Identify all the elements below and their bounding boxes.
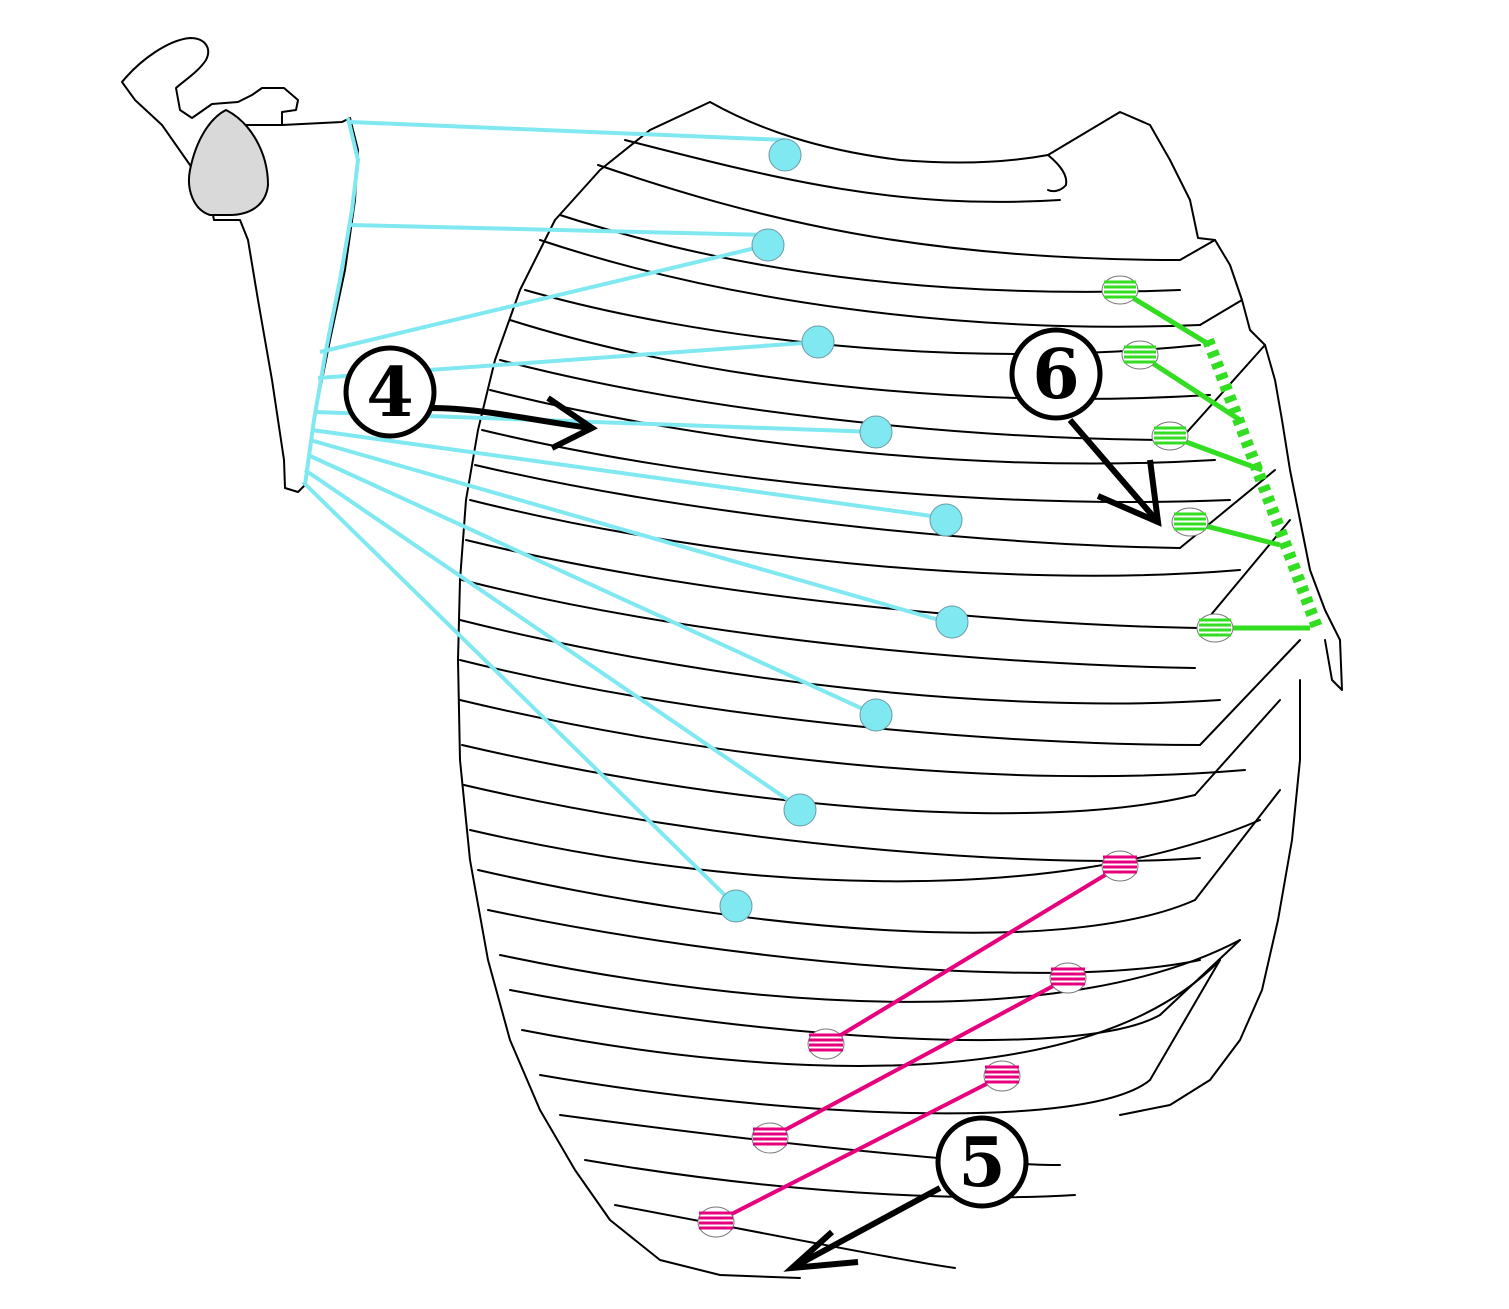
rib-line xyxy=(474,464,1181,549)
callout-4-arrow xyxy=(431,405,591,431)
rib-joint-line xyxy=(1199,299,1243,326)
rib-joint-line xyxy=(1194,789,1281,901)
rib-line xyxy=(559,214,1181,293)
callout-5-label: 5 xyxy=(958,1123,1005,1203)
callout-4-label: 4 xyxy=(366,353,413,433)
serratus-anterior-attachment xyxy=(801,325,835,359)
serratus-anterior-attachment xyxy=(859,698,893,732)
rib-line xyxy=(539,239,1201,328)
rib-line xyxy=(459,619,1221,705)
rib-joint-line xyxy=(1149,959,1221,1081)
callout-5-arrow xyxy=(790,1185,942,1271)
serratus-posterior-inferior-attachment xyxy=(751,1122,789,1154)
spine-icon xyxy=(1047,111,1343,1116)
serratus-anterior-fiber xyxy=(349,223,769,237)
serratus-posterior-superior-attachment xyxy=(1171,507,1209,537)
attachment-ring xyxy=(1101,275,1139,305)
callout-5-arrowhead xyxy=(783,1229,859,1272)
rib-line xyxy=(465,539,1201,629)
serratus-posterior-inferior-attachment xyxy=(983,1060,1021,1092)
serratus-posterior-superior-attachment xyxy=(1196,613,1234,643)
rib-line xyxy=(524,289,1201,355)
callout-6-arrowhead xyxy=(1096,459,1162,527)
rib-line xyxy=(487,909,1201,974)
serratus-posterior-superior-attachment xyxy=(1151,421,1189,451)
rib-cage-icon xyxy=(457,101,1343,1279)
callout-4: 4 xyxy=(343,345,437,439)
attachment-ring xyxy=(1151,421,1189,451)
callout-6: 6 xyxy=(1009,327,1103,421)
rib-line xyxy=(509,989,1161,1042)
rib-joint-line xyxy=(1194,699,1281,796)
serratus-anterior-fiber xyxy=(303,468,802,810)
rib-line xyxy=(539,1074,1151,1115)
rib-line xyxy=(614,1204,956,1269)
rib-line xyxy=(499,939,1241,1003)
serratus-anterior-fiber xyxy=(349,120,786,142)
serratus-posterior-inferior-muscle xyxy=(697,850,1139,1238)
rib-line xyxy=(489,389,1216,465)
serratus-anterior-attachment xyxy=(783,793,817,827)
rib-line xyxy=(624,139,1061,203)
rib-line xyxy=(469,499,1241,577)
serratus-anterior-fiber xyxy=(301,480,738,908)
rib-line xyxy=(469,819,1261,883)
callout-6-label: 6 xyxy=(1032,335,1079,415)
serratus-posterior-inferior-attachment xyxy=(1049,962,1087,994)
serratus-anterior-attachment xyxy=(751,228,785,262)
callout-5: 5 xyxy=(935,1115,1029,1209)
attachment-ring xyxy=(1121,340,1159,370)
attachment-ring xyxy=(1196,613,1234,643)
rib-line xyxy=(597,164,1181,261)
serratus-posterior-superior-origin xyxy=(1202,337,1324,633)
rib-line xyxy=(521,959,1221,1067)
serratus-anterior-attachment xyxy=(929,503,963,537)
humerus-head-icon xyxy=(188,108,270,216)
serratus-anterior-attachment xyxy=(719,889,753,923)
rib-joint-line xyxy=(1159,939,1241,1016)
serratus-posterior-superior-attachment xyxy=(1101,275,1139,305)
serratus-anterior-fiber xyxy=(319,243,769,354)
rib-line xyxy=(477,869,1196,934)
serratus-posterior-inferior-attachment xyxy=(807,1028,845,1060)
serratus-anterior-fiber xyxy=(309,438,947,624)
serratus-posterior-superior-muscle xyxy=(1101,275,1324,643)
serratus-posterior-inferior-attachment xyxy=(1101,850,1139,882)
attachment-ring xyxy=(1171,507,1209,537)
rib-joint-line xyxy=(1199,639,1301,746)
rib-joint-line xyxy=(1179,239,1216,261)
rib-joint-line xyxy=(1199,519,1291,629)
serratus-anterior-fiber xyxy=(307,453,877,717)
rib-line xyxy=(584,1159,1076,1199)
rib-line xyxy=(481,429,1231,503)
serratus-posterior-inferior-fiber xyxy=(715,1074,1003,1224)
serratus-posterior-inferior-attachment xyxy=(697,1206,735,1238)
serratus-anterior-attachment xyxy=(935,605,969,639)
callout-4-arrowhead xyxy=(546,395,598,451)
serratus-posterior-inferior-fiber xyxy=(769,976,1069,1140)
rib-line xyxy=(463,784,1201,862)
rib-line xyxy=(509,319,1211,400)
callout-6-arrow xyxy=(1067,418,1161,524)
serratus-anterior-fiber xyxy=(311,428,947,520)
serratus-anterior-muscle xyxy=(301,120,969,923)
rib-line xyxy=(461,744,1196,815)
serratus-anterior-attachment xyxy=(768,138,802,172)
rib-line xyxy=(459,659,1201,746)
serratus-posterior-superior-fiber xyxy=(1138,352,1242,423)
serratus-posterior-superior-fiber xyxy=(1118,287,1212,348)
rib-joint-line xyxy=(1179,344,1266,441)
serratus-posterior-inferior-fiber xyxy=(824,864,1122,1046)
serratus-anterior-attachment xyxy=(859,415,893,449)
rib-line xyxy=(461,579,1196,669)
scapula-icon xyxy=(121,37,361,493)
serratus-posterior-superior-attachment xyxy=(1121,340,1159,370)
rib-line xyxy=(459,699,1246,778)
